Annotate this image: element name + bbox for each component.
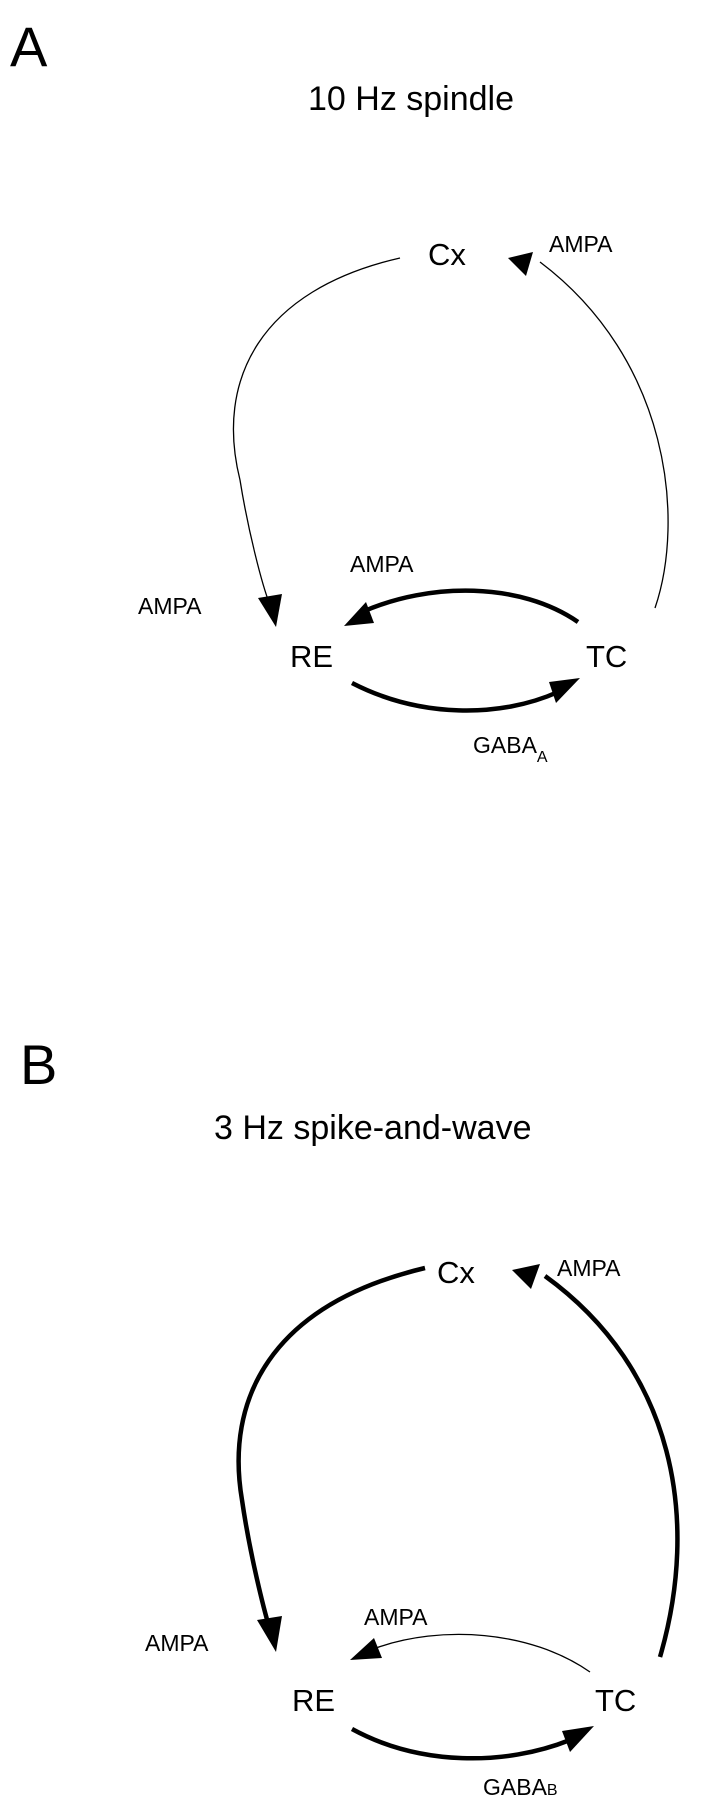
panel-b: B 3 Hz spike-and-wave Cx RE TC AMPA AMPA… [20, 1033, 680, 1800]
panel-b-edge-tc-to-re [375, 1633, 591, 1673]
panel-b-label-re-to-tc: GABAB [483, 1774, 558, 1800]
panel-a-edge-re-to-tc [350, 680, 559, 713]
panel-a-arrowhead-re-to-tc [549, 678, 580, 703]
panel-b-letter: B [20, 1033, 57, 1096]
panel-a-edge-tc-to-cx [539, 261, 669, 609]
panel-a-arrowhead-tc-to-cx [508, 252, 533, 276]
panel-b-label-re-to-tc-base: GABA [483, 1774, 548, 1800]
panel-a-label-tc-to-cx: AMPA [549, 231, 613, 257]
panel-b-label-cx-to-re: AMPA [145, 1630, 209, 1656]
panel-a-node-re: RE [290, 639, 333, 674]
panel-a-arrowhead-tc-to-re [344, 602, 374, 626]
panel-a-edge-cx-to-re [232, 257, 401, 606]
panel-a-letter: A [10, 15, 48, 78]
panel-a-arrowhead-cx-to-re [258, 594, 282, 627]
panel-b-title: 3 Hz spike-and-wave [214, 1109, 531, 1147]
panel-a-title: 10 Hz spindle [308, 80, 514, 118]
panel-a-label-re-to-tc: GABAA [473, 732, 548, 766]
panel-b-arrowhead-tc-to-re [350, 1638, 382, 1660]
panel-b-arrowhead-tc-to-cx [512, 1264, 540, 1289]
panel-b-arrowhead-cx-to-re [257, 1616, 282, 1652]
panel-b-node-tc: TC [595, 1683, 636, 1718]
panel-a-label-cx-to-re: AMPA [138, 593, 202, 619]
panel-a-label-re-to-tc-sub: A [537, 749, 548, 766]
panel-b-edge-re-to-tc [350, 1727, 571, 1761]
panel-b-edge-cx-to-re [236, 1265, 426, 1631]
panel-a-node-tc: TC [586, 639, 627, 674]
panel-a: A 10 Hz spindle Cx RE TC AMPA AMPA AMPA … [10, 15, 669, 766]
panel-b-node-re: RE [292, 1683, 335, 1718]
panel-b-node-cx: Cx [437, 1255, 475, 1290]
panel-b-arrowhead-re-to-tc [562, 1726, 594, 1752]
panel-a-label-tc-to-re: AMPA [350, 551, 414, 577]
panel-b-label-tc-to-cx: AMPA [557, 1255, 621, 1281]
panel-b-label-tc-to-re: AMPA [364, 1604, 428, 1630]
panel-a-node-cx: Cx [428, 237, 466, 272]
panel-a-edge-tc-to-re [361, 588, 580, 624]
panel-a-label-re-to-tc-base: GABA [473, 732, 538, 758]
panel-b-label-re-to-tc-sub: B [547, 1782, 558, 1799]
panel-b-edge-tc-to-cx [543, 1274, 680, 1658]
